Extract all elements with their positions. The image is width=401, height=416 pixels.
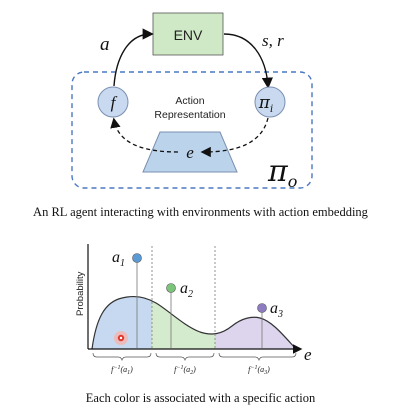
sample-point-center [119,336,123,340]
pi-i-node [254,86,286,118]
agent-pi-o-box [71,71,313,189]
action-density-plot: a1 a2 a3 Probability e f−1(a1) f−1(a2) f… [75,244,312,376]
region-3-arg: (a [257,365,264,374]
representation-line2: Representation [154,109,225,121]
pi-i-label: πi [258,93,273,115]
pi-o-label: πo [267,154,297,191]
action-a3-label: a3 [270,300,283,320]
region-3-label: f−1(a3) [248,365,270,376]
env-box [152,12,224,56]
region-1-label: f−1(a1) [111,365,133,376]
env-to-policy-arrow [223,33,273,89]
region-1-arg: (a [120,365,127,374]
pi-i-subscript: i [270,104,273,115]
region-2-sup: −1 [176,365,183,371]
region-3-close: ) [266,365,270,374]
bottom-caption: Each color is associated with a specific… [85,391,316,405]
region-2-argsub: 2 [190,370,193,376]
action-a1-letter: a [112,249,120,266]
pi-o-subscript: o [288,172,298,191]
region-3-argsub: 3 [263,370,267,376]
region-3-sup: −1 [250,365,257,371]
action-a2-label: a2 [180,280,193,300]
action-a1-dot [132,253,142,263]
region-fill-3 [215,296,296,349]
env-label: ENV [174,27,203,43]
rl-agent-diagram: ENV s, r a f πi Action Representation e … [71,12,313,191]
action-a3-dot [257,303,267,313]
region-brace-1 [92,352,152,362]
density-curve [91,296,297,350]
region-brace-3 [218,352,297,362]
embedding-e-label: e [186,143,194,162]
region-3-f: f [248,365,252,374]
region-1-close: ) [129,365,133,374]
action-a1-sub: 1 [120,258,125,269]
y-axis-label: Probability [75,271,86,316]
action-to-env-arrow [113,28,154,87]
policy-to-embedding-arrow [200,117,269,158]
action-label: a [100,34,110,55]
action-a3-letter: a [270,300,278,317]
state-reward-label: s, r [262,31,284,50]
region-2-close: ) [192,365,196,374]
x-axis-label: e [304,345,312,364]
pi-i-symbol: π [258,93,271,113]
action-representation-shape [142,131,238,173]
action-a1-label: a1 [112,249,125,269]
action-a2-letter: a [180,280,188,297]
pi-o-symbol: π [267,154,289,189]
region-2-f: f [174,365,178,374]
region-2-label: f−1(a2) [174,365,196,376]
region-1-sup: −1 [113,365,120,371]
f-node-label: f [111,93,118,112]
representation-line1: Action [175,95,204,107]
top-caption: An RL agent interacting with environment… [33,205,368,219]
embedding-to-f-arrow [110,117,179,153]
region-2-arg: (a [183,365,190,374]
f-node [97,86,129,118]
region-1-argsub: 1 [127,370,130,376]
action-a3-sub: 3 [277,309,283,320]
region-brace-2 [155,352,215,362]
region-1-f: f [111,365,115,374]
action-a2-dot [166,283,176,293]
action-a2-sub: 2 [188,289,193,300]
